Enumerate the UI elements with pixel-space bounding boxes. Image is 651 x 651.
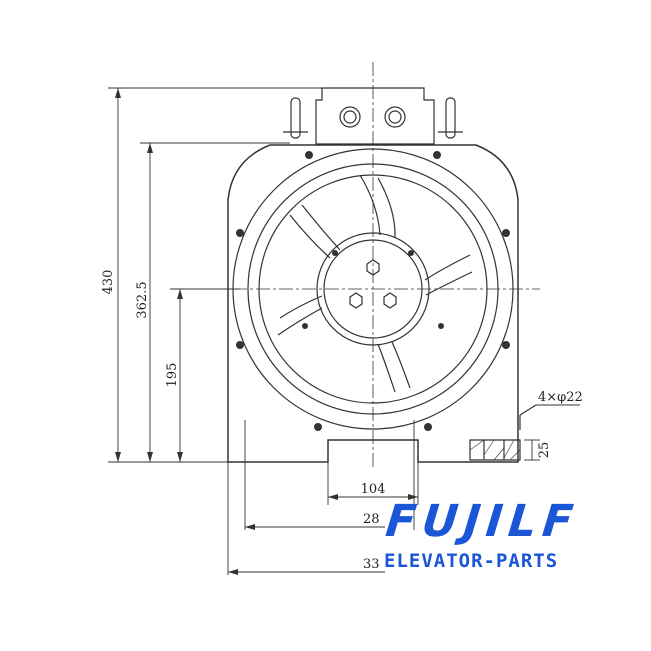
inner-ring [258,174,488,404]
hub-bolts [349,259,397,309]
hub-inner [323,239,423,339]
brand-tagline: ELEVATOR-PARTS [384,550,559,572]
dimension-arrows [115,88,418,575]
rotor-spokes [277,174,473,393]
dim-hole-spec: 4×φ22 [538,390,583,405]
dim-foot-width: 104 [361,482,386,497]
flange-bolt-holes [236,151,510,431]
dim-flange-height: 362.5 [135,281,150,318]
hub-outer [316,232,430,346]
foot-section [469,404,537,461]
dim-base-width: 33 [363,557,380,572]
dim-bolt-spacing: 28 [363,512,380,527]
lifting-eye-left [283,97,308,139]
dim-shaft-center-height: 195 [165,363,180,388]
brand-logo: FUJILF [383,496,582,547]
dim-overall-height: 430 [101,270,116,295]
lifting-eye-right [438,97,463,139]
middle-flange [247,163,499,415]
dim-foot-thickness: 25 [537,442,552,459]
terminal-box [315,87,435,145]
